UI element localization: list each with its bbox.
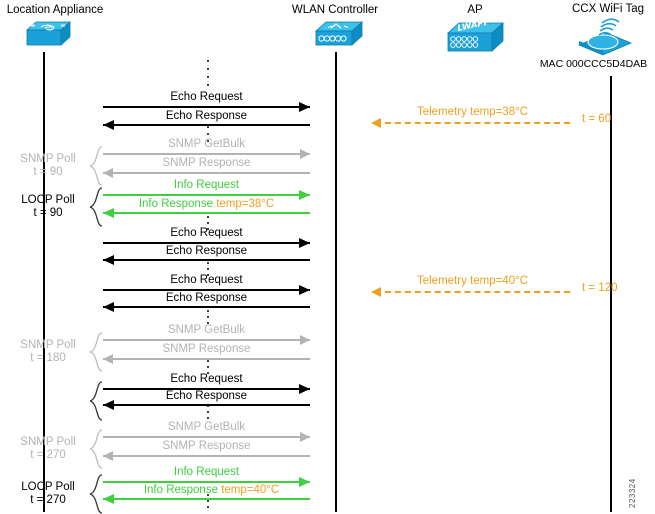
lifeline-wlan-controller bbox=[335, 52, 337, 512]
group-label: SNMP Poll t = 180 bbox=[8, 339, 88, 365]
message-label: Echo Request bbox=[170, 373, 243, 385]
location-appliance-icon bbox=[17, 20, 71, 54]
group-brace-icon bbox=[88, 474, 104, 514]
message-label: Echo Response bbox=[165, 245, 248, 257]
message-label: Echo Request bbox=[170, 91, 243, 103]
group-time: t = 90 bbox=[33, 166, 63, 178]
message-label: Echo Response bbox=[165, 292, 248, 304]
message-label-extra: temp=38°C bbox=[216, 198, 275, 210]
group-brace-icon bbox=[88, 187, 104, 227]
ellipsis-marker bbox=[206, 60, 209, 86]
group-brace-icon bbox=[88, 381, 104, 421]
message-label: SNMP Response bbox=[162, 157, 251, 169]
lifeline-ccx-wifi-tag bbox=[610, 76, 612, 512]
node-title-ccx-wifi-tag: CCX WiFi Tag bbox=[572, 3, 644, 15]
group-time: t = 270 bbox=[30, 494, 66, 506]
group-label: SNMP Poll t = 90 bbox=[8, 153, 88, 179]
group-title: SNMP Poll bbox=[20, 339, 76, 351]
telemetry-label: Telemetry temp=40°C bbox=[416, 275, 529, 287]
message-label: Info Request bbox=[173, 466, 240, 478]
message-label-extra: temp=40°C bbox=[221, 484, 280, 496]
message-label: SNMP GetBulk bbox=[167, 324, 246, 336]
group-title: SNMP Poll bbox=[20, 153, 76, 165]
ellipsis-marker bbox=[206, 262, 209, 276]
message-label: Info Response temp=40°C bbox=[103, 484, 320, 496]
message-label: Info Response temp=38°C bbox=[103, 198, 310, 210]
wifi-tag-mac-label: MAC 000CCC5D4DAB bbox=[539, 58, 648, 70]
message-label: SNMP Response bbox=[162, 343, 251, 355]
group-time: t = 180 bbox=[30, 352, 66, 364]
message-label: Echo Request bbox=[170, 227, 243, 239]
ellipsis-marker bbox=[206, 126, 209, 142]
wlan-controller-icon bbox=[308, 20, 364, 54]
message-label: Echo Response bbox=[165, 390, 248, 402]
message-label: Echo Request bbox=[170, 274, 243, 286]
group-brace-icon bbox=[88, 146, 104, 186]
message-label: Echo Response bbox=[165, 110, 248, 122]
figure-id: 223324 bbox=[628, 478, 637, 508]
group-time: t = 270 bbox=[30, 449, 66, 461]
message-label: SNMP GetBulk bbox=[167, 138, 246, 150]
group-time: t = 90 bbox=[33, 207, 63, 219]
group-label: SNMP Poll t = 270 bbox=[8, 436, 88, 462]
message-label-text: Info Response bbox=[138, 198, 213, 210]
group-title: LOCP Poll bbox=[21, 481, 75, 493]
group-label: LOCP Poll t = 90 bbox=[8, 194, 88, 220]
access-point-icon: LWAPP bbox=[440, 20, 506, 58]
message-label: Info Request bbox=[173, 179, 240, 191]
group-title: SNMP Poll bbox=[20, 436, 76, 448]
message-label: SNMP GetBulk bbox=[167, 421, 246, 433]
lifeline-location-appliance bbox=[43, 52, 45, 512]
telemetry-label: Telemetry temp=38°C bbox=[416, 106, 529, 118]
ellipsis-marker bbox=[206, 405, 209, 419]
group-brace-icon bbox=[88, 332, 104, 372]
ellipsis-marker bbox=[206, 494, 209, 508]
node-title-ap: AP bbox=[467, 4, 483, 16]
node-title-location-appliance: Location Appliance bbox=[6, 4, 104, 16]
wifi-tag-icon bbox=[573, 17, 637, 57]
telemetry-time-label: t = 120 bbox=[582, 282, 618, 294]
message-label-text: Info Response bbox=[143, 484, 218, 496]
node-title-wlan-controller: WLAN Controller bbox=[291, 4, 379, 16]
message-label: SNMP Response bbox=[162, 440, 251, 452]
ellipsis-marker bbox=[206, 360, 209, 374]
ellipsis-marker bbox=[206, 216, 209, 230]
telemetry-time-label: t = 60 bbox=[582, 113, 612, 125]
group-label: LOCP Poll t = 270 bbox=[8, 481, 88, 507]
group-brace-icon bbox=[88, 429, 104, 469]
ellipsis-marker bbox=[206, 310, 209, 324]
group-title: LOCP Poll bbox=[21, 194, 75, 206]
